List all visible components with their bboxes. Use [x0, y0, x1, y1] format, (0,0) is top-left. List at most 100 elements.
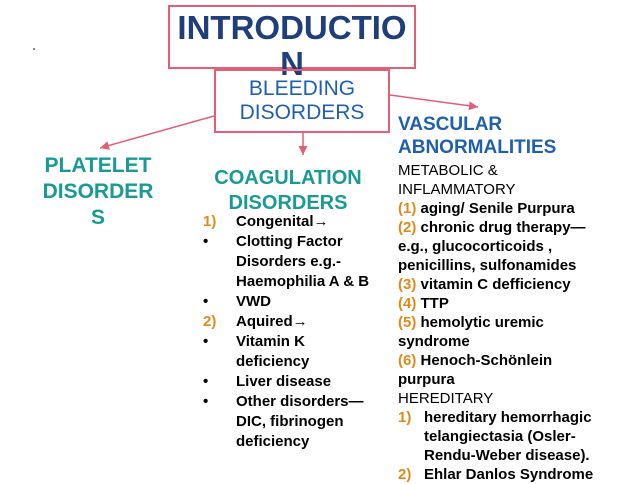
list-item: INFLAMMATORY — [398, 180, 632, 199]
list-text: Vitamin K — [236, 333, 305, 350]
list-item: purpura — [398, 370, 632, 389]
list-item: telangiectasia (Osler- — [398, 427, 632, 446]
list-marker: 2) — [398, 466, 412, 483]
list-marker — [398, 427, 424, 446]
list-marker — [398, 446, 424, 465]
list-item: 1) Congenital→ — [203, 212, 393, 232]
list-item: e.g., glucocorticoids , — [398, 237, 632, 256]
list-number: (3) — [398, 276, 417, 293]
bleeding-box — [214, 69, 390, 133]
list-text: deficiency — [236, 353, 310, 370]
list-text: Other disorders— — [236, 393, 364, 410]
title-box — [168, 5, 416, 69]
hereditary-heading: HEREDITARY — [398, 390, 494, 407]
platelet-line-3: S — [90, 206, 105, 229]
bleeding-line-1: BLEEDING — [248, 77, 356, 100]
list-text: chronic drug therapy— — [416, 219, 586, 236]
list-item: (3) vitamin C defficiency — [398, 275, 632, 294]
list-marker: • — [203, 373, 209, 390]
list-number: (1) — [398, 200, 417, 217]
bleeding-disorders-label: BLEEDING DISORDERS — [214, 77, 390, 125]
list-item: deficiency — [203, 352, 393, 372]
list-marker — [203, 252, 236, 272]
title-line-2: N — [280, 45, 304, 82]
list-marker: • — [203, 233, 209, 250]
vascular-list: METABOLIC & INFLAMMATORY (1) aging/ Seni… — [398, 161, 632, 484]
list-marker: • — [203, 393, 209, 410]
list-number: (5) — [398, 314, 417, 331]
list-item: Rendu-Weber disease). — [398, 446, 632, 465]
bleeding-line-2: DISORDERS — [239, 101, 365, 124]
list-text: Rendu-Weber disease). — [424, 447, 590, 464]
coag-line-1: COAGULATION — [214, 167, 362, 189]
platelet-line-2: DISORDER — [42, 180, 154, 203]
arrow-to-platelet — [99, 115, 215, 150]
list-text: Haemophilia A & B — [236, 273, 370, 290]
list-marker: • — [203, 293, 209, 310]
list-text: telangiectasia (Osler- — [424, 428, 576, 445]
list-text: syndrome — [398, 333, 470, 350]
list-item: DIC, fibrinogen — [203, 412, 393, 432]
list-text: hemolytic uremic — [416, 314, 544, 331]
list-text: DIC, fibrinogen — [236, 413, 344, 430]
list-item: • Other disorders— — [203, 392, 393, 412]
list-marker — [203, 272, 236, 292]
list-text: INFLAMMATORY — [398, 181, 516, 198]
list-item: METABOLIC & — [398, 161, 632, 180]
title-line-1: INTRODUCTIO — [177, 9, 407, 46]
platelet-line-1: PLATELET — [44, 154, 152, 177]
coagulation-disorders-heading: COAGULATION DISORDERS — [198, 166, 378, 216]
list-text: purpura — [398, 371, 455, 388]
list-number: (2) — [398, 219, 417, 236]
list-text: TTP — [416, 295, 449, 312]
page-title: INTRODUCTIO N — [168, 10, 416, 82]
list-item: deficiency — [203, 432, 393, 452]
list-number: (6) — [398, 352, 417, 369]
list-item: • Vitamin K — [203, 332, 393, 352]
vascular-line-1: VASCULAR — [398, 114, 503, 135]
list-text: Congenital→ — [236, 213, 329, 230]
list-item: 2) Ehlar Danlos Syndrome — [398, 465, 632, 484]
list-text: Ehlar Danlos Syndrome — [424, 466, 594, 483]
list-text: Aquired→ — [236, 313, 308, 330]
list-text: hereditary hemorrhagic — [424, 409, 592, 426]
list-text: VWD — [236, 293, 271, 310]
list-item: 1) hereditary hemorrhagic — [398, 408, 632, 427]
list-number: (4) — [398, 295, 417, 312]
list-text: METABOLIC & — [398, 162, 498, 179]
coag-line-2: DISORDERS — [228, 192, 348, 214]
coagulation-list: 1) Congenital→ • Clotting Factor Disorders… — [203, 212, 393, 452]
list-marker — [203, 432, 236, 452]
list-item: (2) chronic drug therapy— — [398, 218, 632, 237]
platelet-disorders-heading: PLATELET DISORDER S — [34, 153, 162, 231]
list-item: • Clotting Factor — [203, 232, 393, 252]
list-item: • VWD — [203, 292, 393, 312]
list-marker — [203, 412, 236, 432]
list-marker — [203, 352, 236, 372]
list-marker: • — [203, 333, 209, 350]
list-text: deficiency — [236, 433, 310, 450]
slide-dot — [33, 48, 35, 50]
list-item: Disorders e.g.- — [203, 252, 393, 272]
list-item: • Liver disease — [203, 372, 393, 392]
list-item: (4) TTP — [398, 294, 632, 313]
arrow-to-vascular — [389, 94, 479, 111]
list-text: Henoch-Schönlein — [416, 352, 553, 369]
list-item: (1) aging/ Senile Purpura — [398, 199, 632, 218]
list-text: Clotting Factor — [236, 233, 343, 250]
list-text: vitamin C defficiency — [416, 276, 571, 293]
list-item: (5) hemolytic uremic — [398, 313, 632, 332]
list-item: Haemophilia A & B — [203, 272, 393, 292]
list-item: (6) Henoch-Schönlein — [398, 351, 632, 370]
list-item: 2)Aquired→ — [203, 312, 393, 332]
list-text: Disorders e.g.- — [236, 253, 342, 270]
list-text: aging/ Senile Purpura — [416, 200, 575, 217]
list-text: Liver disease — [236, 373, 332, 390]
list-marker: 1) — [203, 213, 217, 230]
list-marker: 1) — [398, 409, 412, 426]
vascular-abnormalities-heading: VASCULAR ABNORMALITIES — [398, 113, 630, 159]
list-text: penicillins, sulfonamides — [398, 257, 577, 274]
list-item: syndrome — [398, 332, 632, 351]
list-text: e.g., glucocorticoids , — [398, 238, 553, 255]
